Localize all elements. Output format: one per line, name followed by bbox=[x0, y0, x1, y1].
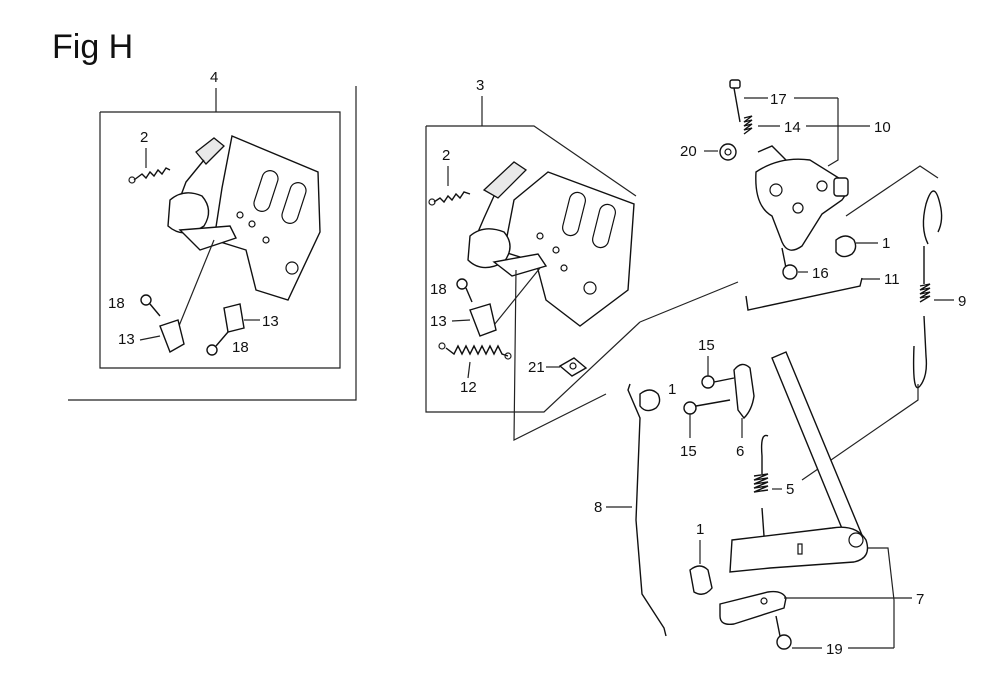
assembly-10-group: 17 14 10 20 16 1 bbox=[680, 79, 939, 311]
spring-5 bbox=[753, 434, 769, 537]
governor-rod-9 bbox=[912, 190, 943, 389]
assembly-3-frame bbox=[425, 126, 641, 413]
plate-slot bbox=[562, 191, 586, 237]
clip-13b bbox=[223, 303, 245, 333]
callout-20: 20 bbox=[680, 143, 697, 160]
plate-hole bbox=[552, 246, 560, 254]
plate-hole bbox=[536, 232, 544, 240]
figure-title: Fig H bbox=[52, 28, 133, 66]
assembly-4-group: 4 2 18 13 13 bbox=[68, 69, 357, 401]
plate-hole bbox=[236, 211, 244, 219]
plate-slot bbox=[253, 170, 279, 212]
lever-bracket bbox=[178, 225, 237, 251]
throttle-rod bbox=[745, 277, 863, 311]
callout-15a: 15 bbox=[698, 337, 715, 354]
clip-1a bbox=[835, 235, 857, 258]
clip-1b bbox=[639, 389, 661, 412]
control-plate bbox=[213, 135, 321, 301]
control-plate-2 bbox=[503, 171, 635, 327]
lever-bracket-2 bbox=[492, 253, 548, 277]
control-lever-arm bbox=[179, 159, 205, 199]
callout-13a: 13 bbox=[118, 331, 135, 348]
callout-12: 12 bbox=[460, 379, 477, 396]
assembly-3-group: 3 2 18 13 bbox=[425, 77, 641, 441]
bolt-15a bbox=[701, 375, 735, 389]
return-spring-2 bbox=[428, 191, 471, 206]
plate-slot bbox=[281, 182, 307, 224]
return-spring bbox=[128, 167, 171, 184]
arm-cap bbox=[833, 177, 849, 197]
callout-5: 5 bbox=[786, 481, 794, 498]
plate-slot bbox=[592, 203, 616, 249]
callout-1b: 1 bbox=[668, 381, 676, 398]
assembly-3-frame-top bbox=[426, 125, 637, 197]
callout-17: 17 bbox=[770, 91, 787, 108]
assembly-4-frame bbox=[99, 111, 341, 369]
callout-6: 6 bbox=[736, 443, 744, 460]
callout-10: 10 bbox=[874, 119, 891, 136]
lever-pivot bbox=[167, 192, 210, 234]
plate-hole bbox=[560, 264, 568, 272]
callout-1c: 1 bbox=[696, 521, 704, 538]
linkage-group: 9 7 19 5 6 bbox=[594, 190, 966, 658]
callout-21: 21 bbox=[528, 359, 545, 376]
link-frame bbox=[513, 269, 607, 441]
callout-18a: 18 bbox=[108, 295, 125, 312]
plate-hole bbox=[262, 236, 270, 244]
bolt-18c bbox=[456, 278, 473, 303]
clip-1c bbox=[689, 565, 713, 595]
callout-16: 16 bbox=[812, 265, 829, 282]
callout-2b: 2 bbox=[442, 147, 450, 164]
callout-4: 4 bbox=[210, 69, 218, 86]
callout-1a: 1 bbox=[882, 235, 890, 252]
arm-tab bbox=[757, 145, 787, 161]
callout-9: 9 bbox=[958, 293, 966, 310]
clip-13c bbox=[469, 303, 497, 337]
callout-11: 11 bbox=[884, 271, 900, 288]
lever-pivot-2 bbox=[467, 228, 511, 269]
bracket-6 bbox=[733, 363, 755, 420]
callout-18c: 18 bbox=[430, 281, 447, 298]
callout-3: 3 bbox=[476, 77, 484, 94]
bolt-19 bbox=[775, 615, 792, 650]
bracket-10 bbox=[827, 98, 839, 167]
assembly-4-outer-frame bbox=[68, 86, 357, 401]
plate-hole bbox=[248, 220, 256, 228]
callout-19: 19 bbox=[826, 641, 843, 658]
control-lever-bar bbox=[771, 351, 865, 550]
clip-13a bbox=[159, 319, 185, 354]
bolt-15b bbox=[683, 399, 731, 415]
callout-2a: 2 bbox=[140, 129, 148, 146]
bolt-17 bbox=[729, 79, 741, 123]
control-lever-grip bbox=[195, 137, 225, 165]
link-line-2 bbox=[489, 267, 541, 331]
bolt-16 bbox=[781, 247, 798, 280]
choke-rod bbox=[627, 383, 667, 637]
frame-line bbox=[845, 165, 939, 217]
plate-hole bbox=[285, 261, 299, 275]
callout-8: 8 bbox=[594, 499, 602, 516]
spring-14 bbox=[743, 115, 753, 135]
callout-15b: 15 bbox=[680, 443, 697, 460]
lever-clamp bbox=[719, 590, 787, 626]
callout-7: 7 bbox=[916, 591, 924, 608]
control-lever-arm-2 bbox=[477, 195, 495, 233]
bolt-18a bbox=[140, 294, 161, 317]
bolt-18b bbox=[206, 331, 229, 356]
callout-13b: 13 bbox=[262, 313, 279, 330]
governor-spring bbox=[438, 342, 512, 360]
callout-14: 14 bbox=[784, 119, 801, 136]
plate-hole bbox=[583, 281, 597, 295]
callout-13c: 13 bbox=[430, 313, 447, 330]
callout-18b: 18 bbox=[232, 339, 249, 356]
control-lever-grip-2 bbox=[482, 161, 528, 199]
